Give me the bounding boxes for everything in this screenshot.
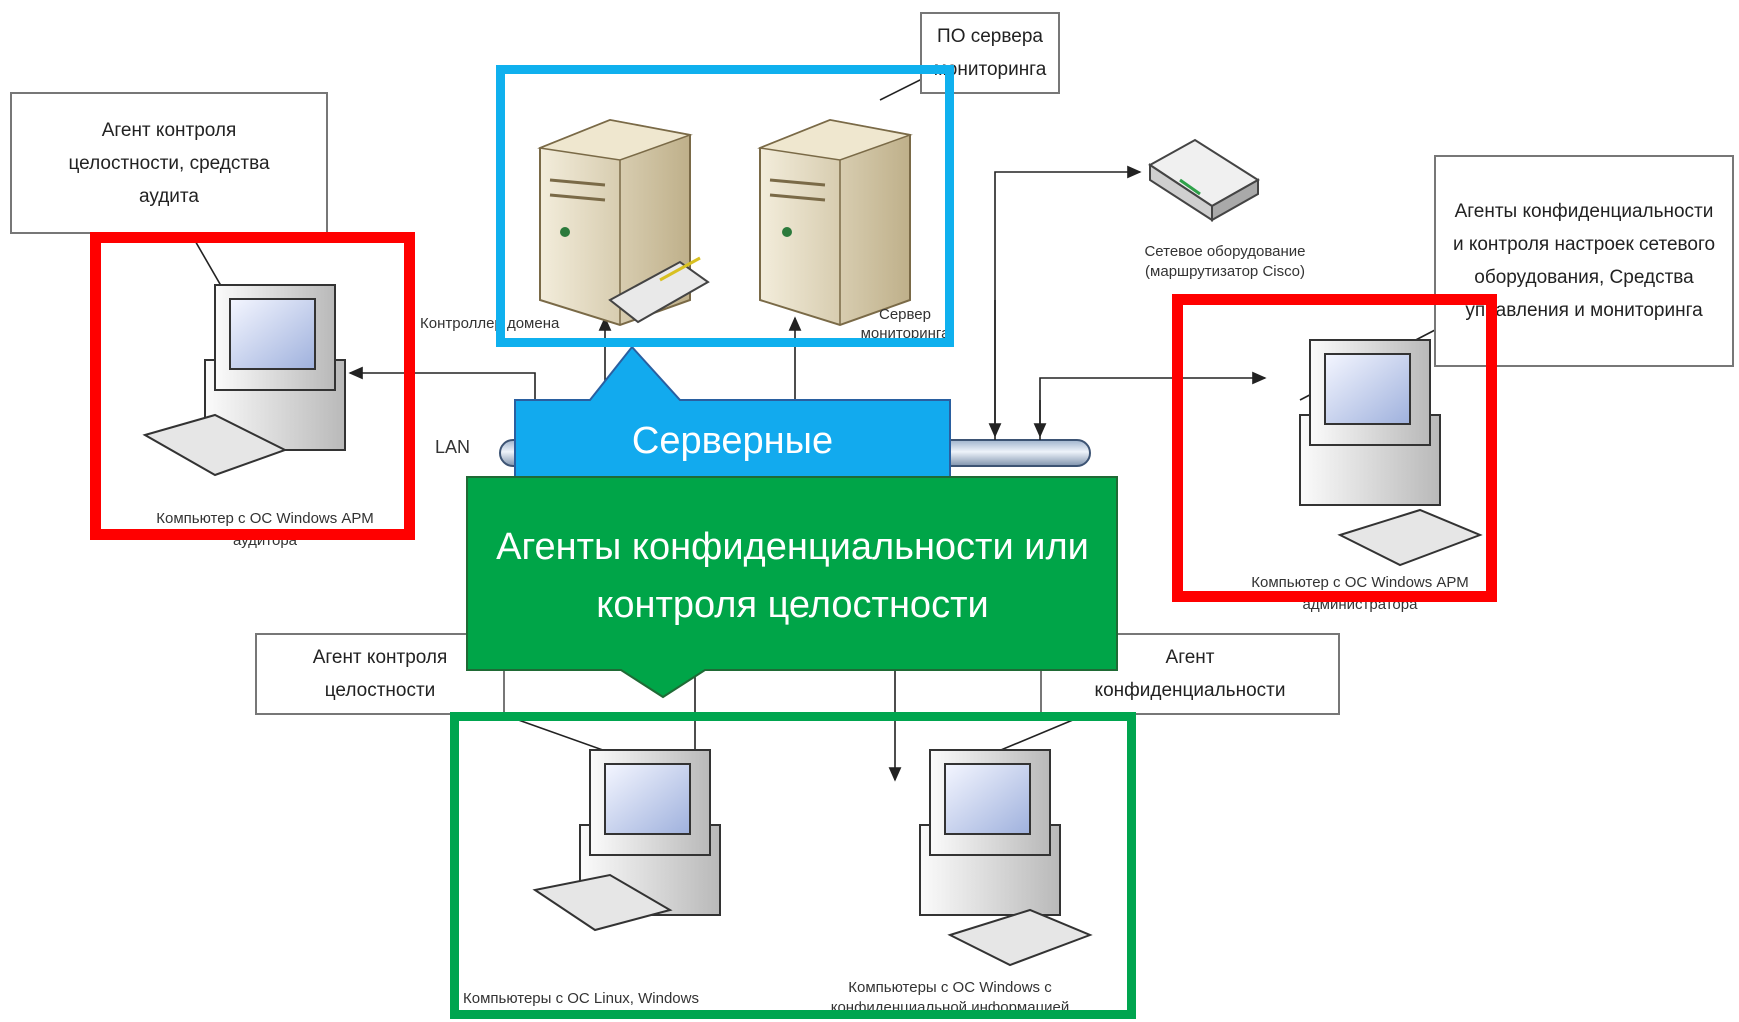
admin-pc-highlight <box>1172 294 1497 602</box>
admin-agents-label: Агенты конфиденциальности и контроля нас… <box>1434 155 1734 367</box>
servers-callout-text: Серверные <box>631 420 834 462</box>
lan-label: LAN <box>435 437 471 457</box>
integrity-agent-audit-label: Агент контроля целостности, средства ауд… <box>10 92 328 234</box>
router-icon <box>1148 138 1260 222</box>
auditor-pc-highlight <box>90 232 415 540</box>
admin-pc-icon <box>1299 339 1483 567</box>
monitoring-server-label: Сервер мониторинга <box>860 306 950 342</box>
domain-controller-label: Контроллер домена <box>420 315 560 332</box>
domain-controller-server <box>537 118 710 327</box>
integrity-agent-text: Агент контроля целостности <box>312 647 448 701</box>
servers-highlight <box>496 65 954 347</box>
integrity-agent-label: Агент контроля целостности <box>255 633 505 715</box>
integrity-agent-audit-text: Агент контроля целостности, средства ауд… <box>68 119 270 207</box>
network-equipment-label: Сетевое оборудование (маршрутизатор Cisc… <box>1144 243 1306 280</box>
windows-confidential-pc-icon <box>919 749 1093 967</box>
privacy-agent-text: Агент конфиденциальности <box>1094 647 1286 701</box>
monitoring-server <box>757 118 913 327</box>
monitoring-software-text: ПО сервера мониторинга <box>933 26 1047 80</box>
monitoring-software-label: ПО сервера мониторинга <box>920 12 1060 94</box>
agents-callout <box>466 476 1118 699</box>
linux-pc-icon <box>532 749 721 932</box>
agents-callout-text: Агенты конфиденциальности или контроля ц… <box>496 526 1089 626</box>
workstations-highlight <box>450 712 1136 1019</box>
admin-agents-text: Агенты конфиденциальности и контроля нас… <box>1452 201 1716 321</box>
auditor-pc-icon <box>142 284 346 477</box>
linux-pcs-label: Компьютеры с ОС Linux, Windows <box>463 990 699 1007</box>
